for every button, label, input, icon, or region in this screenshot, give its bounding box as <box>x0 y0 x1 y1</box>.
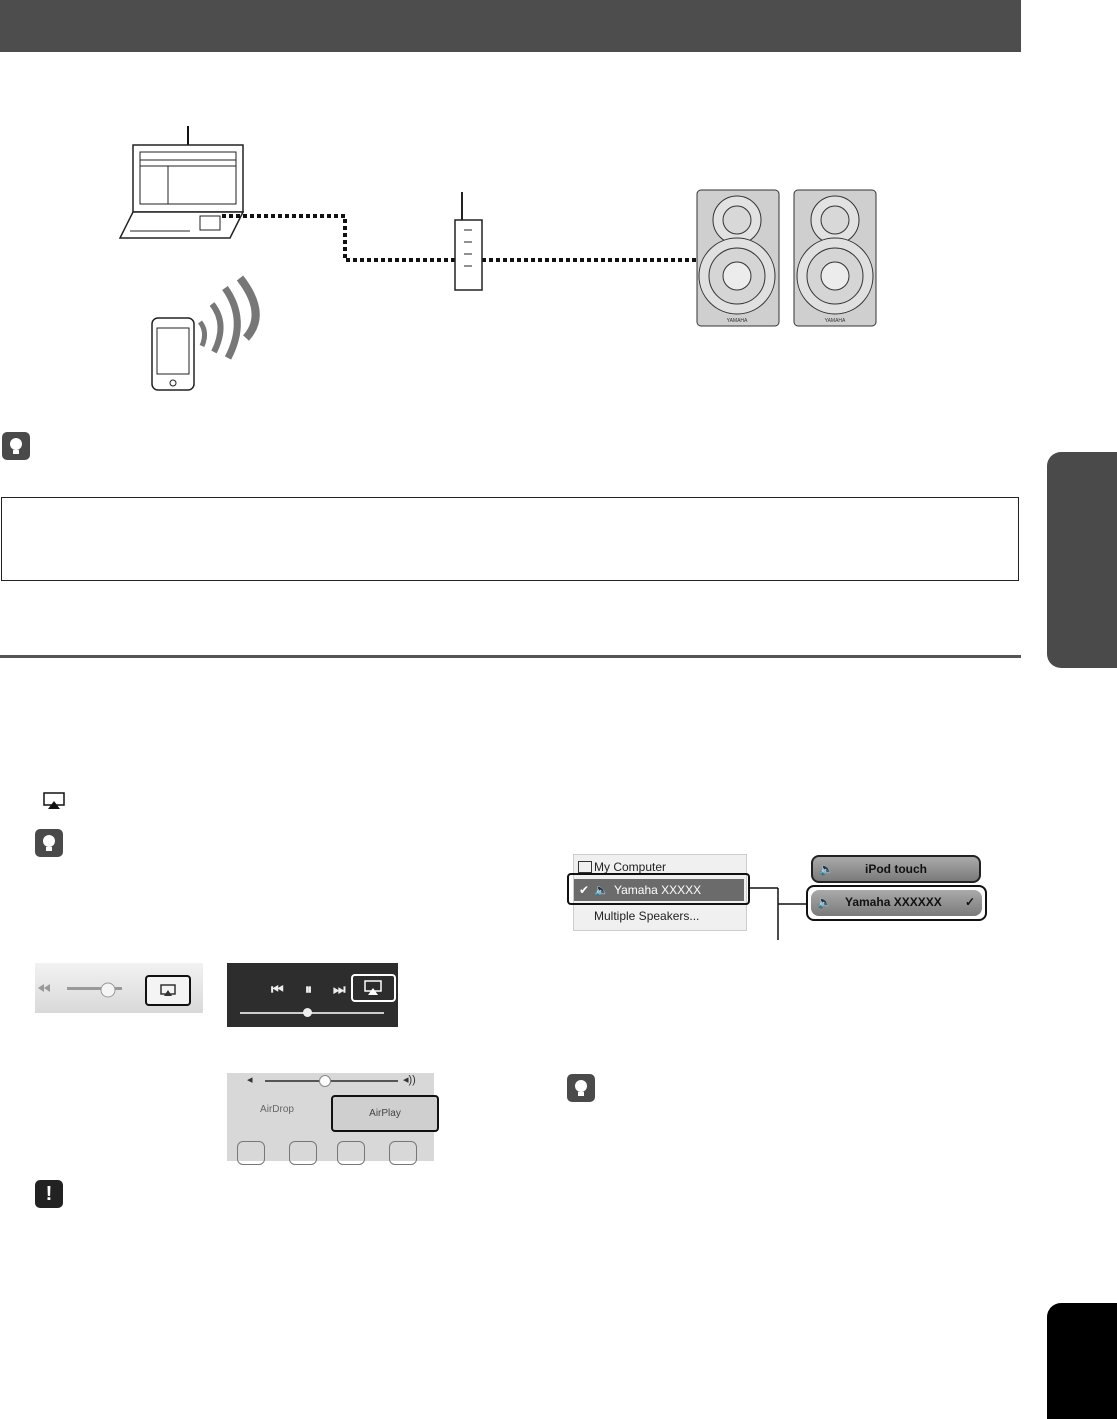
prev-icon[interactable]: ⏮ <box>271 981 284 997</box>
tip-icon <box>35 829 63 857</box>
menu-item-label: Yamaha XXXXXX <box>845 895 942 909</box>
speaker-right: YAMAHA <box>793 189 877 327</box>
section-header-bar <box>0 0 1021 52</box>
ios-menu-item-yamaha-frame: 🔈 Yamaha XXXXXX ✓ <box>806 885 987 921</box>
check-icon: ✓ <box>965 895 976 909</box>
note-box <box>1 497 1019 581</box>
menu-item-label: Multiple Speakers... <box>594 909 700 923</box>
tip-icon <box>2 432 30 460</box>
ios-player-screenshot: ⏮ ⏸ ⏭ <box>227 963 398 1027</box>
volume-knob[interactable] <box>319 1075 331 1087</box>
warning-icon: ! <box>35 1180 63 1208</box>
next-icon[interactable]: ⏭ <box>333 981 346 997</box>
section-divider <box>0 655 1021 658</box>
menu-item-yamaha[interactable]: ✔ 🔈 Yamaha XXXXX <box>574 879 744 901</box>
volume-low-icon: ◂ <box>247 1074 253 1086</box>
speaker-icon: 🔈 <box>817 895 832 909</box>
progress-track <box>240 1012 384 1014</box>
pause-icon[interactable]: ⏸ <box>305 981 312 997</box>
selection-highlight <box>567 873 750 905</box>
itunes-player-screenshot <box>35 963 203 1013</box>
airplay-control-button[interactable]: AirPlay <box>331 1095 439 1132</box>
computer-icon <box>578 861 592 873</box>
ios-menu-item-ipod-touch[interactable]: 🔈 iPod touch <box>811 855 981 883</box>
network-diagram: YAMAHA YAMAHA <box>118 126 877 391</box>
speaker-left: YAMAHA <box>696 189 780 327</box>
control-center-screenshot: ◂ ◂)) AirDrop AirPlay <box>227 1073 439 1165</box>
volume-slider[interactable] <box>265 1080 398 1082</box>
calculator-icon[interactable] <box>337 1141 365 1165</box>
progress-knob[interactable] <box>303 1008 312 1017</box>
menu-item-label: iPod touch <box>865 862 927 876</box>
quick-actions-row <box>227 1133 434 1165</box>
airplay-button[interactable] <box>145 975 191 1006</box>
speaker-logo: YAMAHA <box>825 318 846 324</box>
camera-icon[interactable] <box>389 1141 417 1165</box>
flashlight-icon[interactable] <box>237 1141 265 1165</box>
menu-item-label: My Computer <box>594 860 667 874</box>
phone-icon <box>151 317 195 391</box>
airdrop-button[interactable]: AirDrop <box>227 1095 327 1125</box>
tip-icon <box>567 1074 595 1102</box>
page-number-tab <box>1047 1303 1117 1419</box>
speaker-icon: 🔈 <box>819 862 834 876</box>
menu-item-multiple-speakers[interactable]: Multiple Speakers... <box>574 905 744 927</box>
speaker-logo: YAMAHA <box>727 318 748 324</box>
laptop-icon <box>118 126 245 239</box>
menu-item-my-computer[interactable]: My Computer <box>574 856 744 878</box>
timer-icon[interactable] <box>289 1141 317 1165</box>
router-icon <box>454 192 483 291</box>
airplay-button[interactable] <box>351 974 396 1002</box>
itunes-speaker-menu: My Computer ✔ 🔈 Yamaha XXXXX Multiple Sp… <box>573 854 747 931</box>
chapter-side-tab <box>1047 452 1117 668</box>
volume-high-icon: ◂)) <box>403 1074 416 1086</box>
airplay-label: AirPlay <box>369 1108 401 1119</box>
ios-menu-item-yamaha[interactable]: 🔈 Yamaha XXXXXX ✓ <box>811 890 982 916</box>
airdrop-label: AirDrop <box>260 1104 294 1115</box>
airplay-icon <box>43 792 65 810</box>
menu-item-label: Yamaha XXXXX <box>614 883 702 897</box>
speaker-icon: 🔈 <box>594 883 609 897</box>
wireless-waves-icon <box>197 275 260 360</box>
check-icon: ✔ <box>579 883 590 897</box>
